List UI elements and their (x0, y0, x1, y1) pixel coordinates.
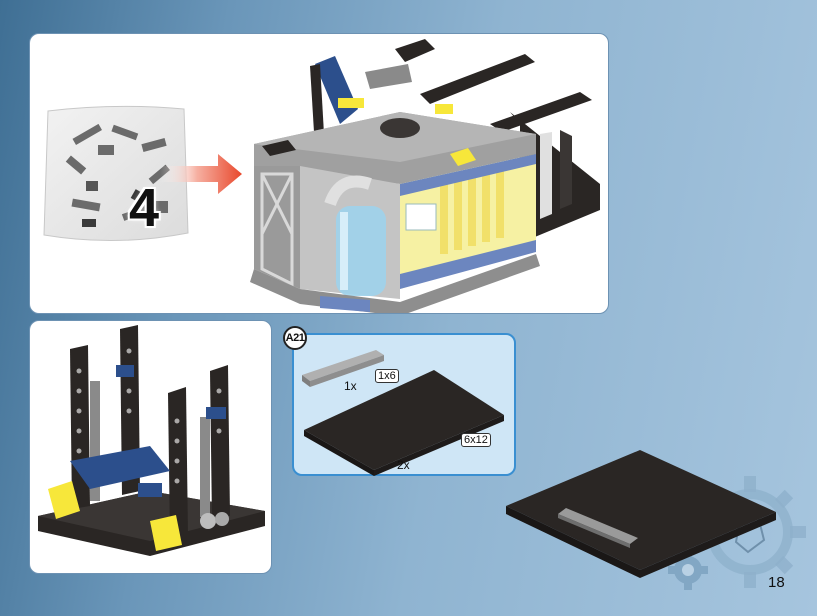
parts-bag-icon (43, 105, 189, 242)
bag-number: 4 (128, 178, 160, 238)
page-number: 18 (768, 574, 785, 591)
main-step-panel: 4 (29, 33, 609, 314)
subassembly-illustration (38, 325, 265, 556)
part1-quantity: 1x (344, 379, 357, 393)
arrow-right-icon (160, 154, 242, 194)
base-plate-illustration (506, 450, 776, 578)
building-model-illustration (250, 39, 600, 313)
subassembly-panel (29, 320, 272, 574)
parts-illustration (302, 350, 504, 476)
substep-panel: 1x 1x6 6x12 2x (292, 333, 516, 476)
part2-size-label: 6x12 (461, 433, 491, 447)
part2-quantity: 2x (397, 458, 410, 472)
substep-label-badge: A21 (283, 326, 307, 350)
part1-size-label: 1x6 (375, 369, 399, 383)
